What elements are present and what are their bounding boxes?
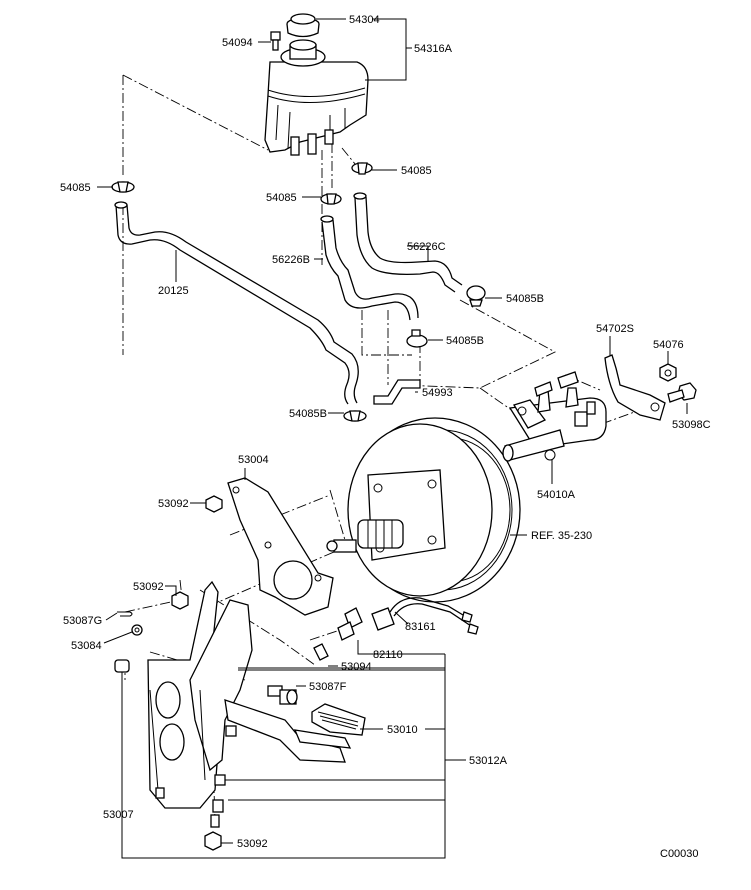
label-master-cylinder: 54010A <box>537 489 576 501</box>
label-switch: 82110 <box>373 649 403 661</box>
part-labels: 54304 54094 54316A 54085 54085 54085 201… <box>60 14 711 860</box>
reservoir-cap <box>286 13 320 38</box>
label-pedal-assy: 53012A <box>469 755 508 767</box>
brake-fluid-reservoir <box>264 39 369 156</box>
bracket-54702s <box>604 354 666 421</box>
label-harness: 83161 <box>405 621 436 633</box>
label-hose-b: 56226B <box>272 254 310 266</box>
label-clamp-right-top: 54085 <box>401 165 432 177</box>
bushing-53007 <box>114 659 130 673</box>
label-plate: 53004 <box>238 454 269 466</box>
label-cap: 54304 <box>349 14 380 26</box>
pedal-pad-53010 <box>293 703 366 749</box>
pedal-bracket <box>147 580 253 828</box>
label-nut-mc: 54076 <box>653 339 684 351</box>
label-pipe: 20125 <box>158 285 189 297</box>
label-clamp-center: 54085 <box>266 192 297 204</box>
clip-53087g <box>117 611 133 617</box>
nut-53092-b <box>171 591 189 610</box>
stop-switch-82110 <box>313 607 363 661</box>
hose-56226c <box>353 192 463 293</box>
bolt-54094 <box>270 31 281 51</box>
label-bolt-pedal: 53087F <box>309 681 347 693</box>
label-pedal-pad: 53010 <box>387 724 418 736</box>
brake-booster <box>326 417 521 603</box>
label-clamp-b-right: 54085B <box>506 293 544 305</box>
label-bolt-top: 54094 <box>222 37 253 49</box>
bolt-53087f <box>267 685 298 705</box>
label-hose-c: 56226C <box>407 241 446 253</box>
diagram-code: C00030 <box>660 848 699 860</box>
leader-lines <box>97 18 688 859</box>
label-clip-pin: 53087G <box>63 615 102 627</box>
label-clamp-left: 54085 <box>60 182 91 194</box>
nut-54076 <box>659 363 677 382</box>
label-bracket-hose: 54993 <box>422 387 453 399</box>
label-nut-a: 53092 <box>158 498 189 510</box>
label-bracket-main: 53007 <box>103 809 134 821</box>
label-washer: 53084 <box>71 640 102 652</box>
hose-56226b <box>320 215 419 321</box>
label-clamp-b-low: 54085B <box>289 408 327 420</box>
bolt-53098c <box>667 382 697 403</box>
label-bolt-mc: 53098C <box>672 419 711 431</box>
master-cylinder <box>502 371 607 462</box>
hose-clamps <box>111 162 486 422</box>
label-bracket-mc: 54702S <box>596 323 634 335</box>
plate-53004 <box>227 477 334 616</box>
brake-pedal <box>224 699 346 763</box>
label-switch-small: 53094 <box>341 661 372 673</box>
label-reservoir: 54316A <box>414 43 453 55</box>
label-nut-b: 53092 <box>133 581 164 593</box>
label-reference: REF. 35-230 <box>531 530 592 542</box>
label-clamp-b-mid: 54085B <box>446 335 484 347</box>
nut-53092-a <box>205 495 223 513</box>
washer-53084 <box>131 624 143 636</box>
label-nut-c: 53092 <box>237 838 268 850</box>
harness-83161 <box>371 597 479 635</box>
nut-53092-c <box>204 831 222 851</box>
bracket-54993 <box>373 379 421 405</box>
brake-pipe-20125 <box>114 201 359 405</box>
